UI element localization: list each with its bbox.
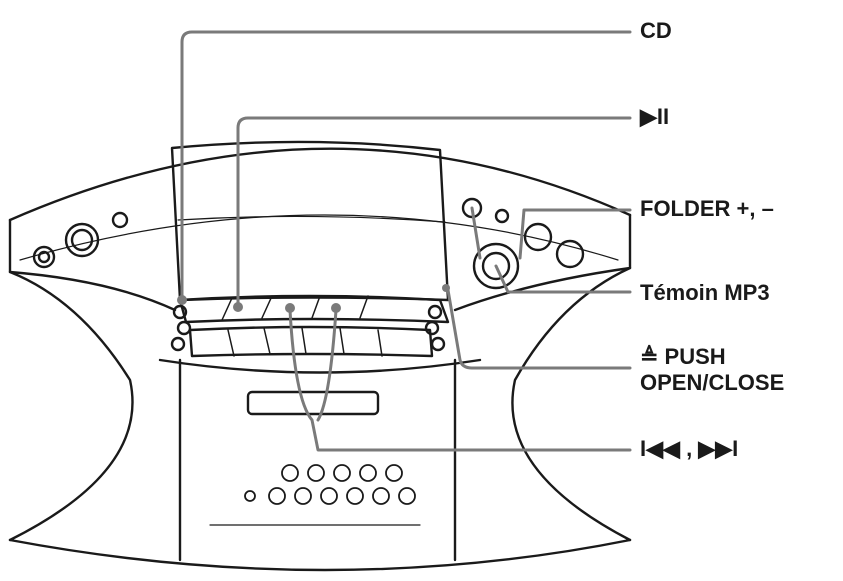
- callout-mp3: [494, 264, 632, 294]
- top-button-dividers: [221, 295, 369, 321]
- label-cd: CD: [640, 18, 672, 43]
- player-top-arc: [8, 147, 632, 222]
- top-button-bar: [178, 294, 450, 324]
- dot-play: [233, 302, 243, 312]
- body-top-edge: [158, 358, 482, 374]
- left-wing-lower: [8, 270, 134, 542]
- callout-folder: [470, 206, 632, 260]
- right-wing: [453, 213, 632, 312]
- lower-button-bar: [188, 325, 434, 358]
- left-wing: [8, 218, 177, 312]
- speaker-grille: [244, 464, 416, 505]
- cd-lid: [170, 140, 450, 302]
- dot-skip-prev: [285, 303, 295, 313]
- player-inner-arc: [19, 214, 619, 261]
- dot-push: [442, 284, 450, 292]
- dot-cd: [177, 295, 187, 305]
- callout-push: [446, 288, 632, 370]
- label-folder: FOLDER +, –: [640, 196, 774, 221]
- callout-cd: [180, 30, 632, 302]
- display-window: [246, 390, 380, 416]
- label-push-open-close: ≜ PUSH OPEN/CLOSE: [640, 344, 784, 396]
- player-base: [8, 538, 632, 572]
- cd-lid-inner: [177, 215, 446, 223]
- label-play-pause: ▶II: [640, 104, 670, 129]
- label-skip: I◀◀ , ▶▶I: [640, 436, 739, 461]
- label-mp3-indicator: Témoin MP3: [640, 280, 770, 305]
- lower-button-dividers: [227, 327, 383, 357]
- label-push-line2: OPEN/CLOSE: [640, 370, 785, 395]
- label-push-line1: ≜ PUSH: [640, 344, 726, 369]
- dot-skip-next: [331, 303, 341, 313]
- right-wing-lower: [511, 266, 632, 542]
- central-body: [178, 358, 457, 562]
- callout-play: [236, 116, 632, 307]
- right-knobs: [424, 197, 585, 352]
- callout-skip: [288, 308, 632, 452]
- left-knobs: [32, 211, 192, 352]
